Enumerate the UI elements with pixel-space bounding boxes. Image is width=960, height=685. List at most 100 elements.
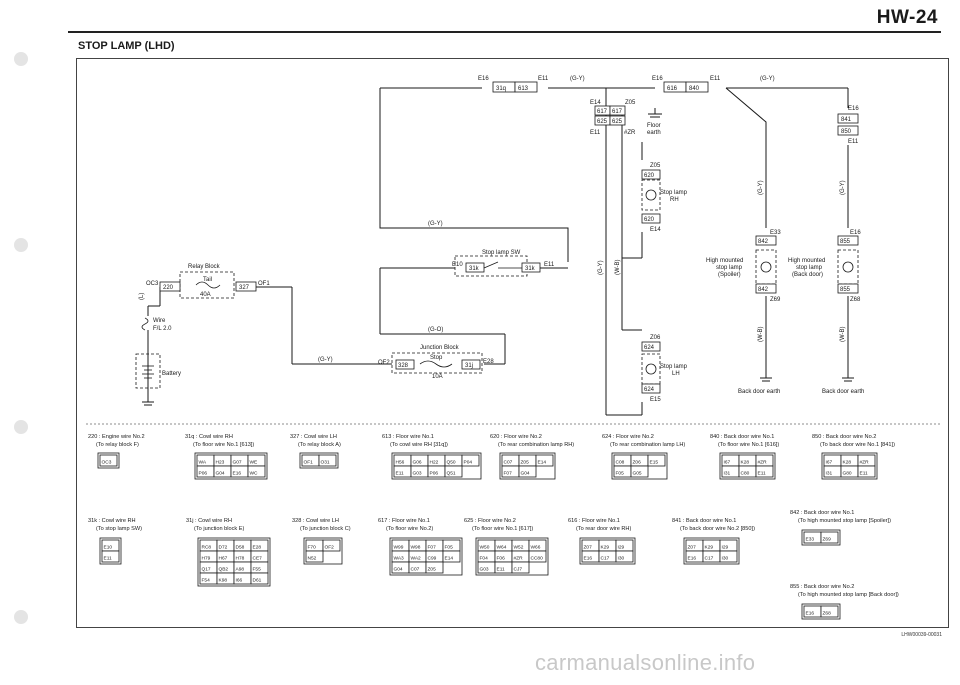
hm-door-label-1: High mounted	[788, 258, 825, 264]
connector-face-31q-pin: G04	[216, 471, 225, 477]
connector-face-327-pin: O31	[321, 460, 330, 466]
connector-face-328-pin: F70	[308, 545, 317, 551]
legend-bottom-title-31k: 31k : Cowl wire RH	[88, 518, 136, 524]
pin-617-a: 617	[597, 109, 608, 115]
connector-face-841-pin: I30	[722, 556, 729, 562]
connector-face-850-pin: E11	[860, 471, 869, 477]
page-number: HW-24	[876, 7, 938, 28]
diagram-connectors	[159, 81, 859, 394]
back-door-earth-1: Back door earth	[738, 389, 780, 395]
connector-face-31q-pin: WC	[250, 471, 259, 477]
junction-amp-label: 10A	[432, 374, 443, 380]
legend-bottom-title-855: 855 : Back door wire No.2	[790, 584, 854, 590]
connector-face-31j-pin: H79	[202, 556, 211, 562]
wire-wb-vert-3: (W-B)	[840, 326, 846, 342]
connector-face-850-pin: G80	[843, 471, 852, 477]
connector-face-841-pin: K29	[705, 545, 714, 551]
label-e11-a: E11	[538, 76, 549, 82]
pin-625-b: 625	[612, 119, 623, 125]
legend-top-title-31q: 31q : Cowl wire RH	[185, 434, 233, 440]
connector-face-625-pin: CC80	[531, 556, 544, 562]
stop-lamp-lh-label-2: LH	[672, 371, 680, 377]
junction-stop-label: Stop	[430, 355, 443, 361]
connector-face-31j-pin: D61	[253, 578, 262, 584]
connector-face-625-pin: W64	[497, 545, 507, 551]
connector-face-625-pin: F06	[497, 556, 506, 562]
pin-855-a: 855	[840, 239, 851, 245]
tail-amp-label: 40A	[200, 292, 211, 298]
pin-620-b: 620	[644, 217, 655, 223]
connector-face-850-cavity	[857, 465, 876, 478]
connector-face-31j-pin: H78	[236, 556, 245, 562]
stop-lamp-rh-label-2: RH	[670, 197, 679, 203]
connector-face-624-cavity	[630, 465, 649, 478]
connector-face-840-cavity	[755, 465, 774, 478]
connector-face-841-pin: C17	[705, 556, 714, 562]
connector-face-31j-pin: D58	[236, 545, 245, 551]
label-e10: E10	[452, 262, 463, 268]
connector-face-620-pin: C07	[504, 460, 513, 466]
connector-face-617-pin: C99	[428, 556, 437, 562]
legend-bottom-sub-625: (To floor wire No.1 [617])	[472, 526, 533, 532]
legend-top-title-840: 840 : Back door wire No.1	[710, 434, 774, 440]
connector-face-617-pin: E14	[445, 556, 454, 562]
wire-fl-label: Wire	[153, 318, 166, 324]
connector-face-613-pin: Q51	[447, 471, 456, 477]
connector-face-220-cavity	[99, 454, 118, 467]
pin-842-a: 842	[758, 239, 769, 245]
legend-bottom-sub-31k: (To stop lamp SW)	[96, 526, 142, 532]
pin-31k-a: 31k	[469, 266, 480, 272]
connector-face-31q-pin: E16	[233, 471, 242, 477]
connector-face-616-pin: Z07	[584, 545, 593, 551]
connector-face-616-pin: K29	[601, 545, 610, 551]
label-e16-b: E16	[652, 76, 663, 82]
connector-face-31k-cavity	[101, 550, 120, 563]
hm-lamp-spoiler-symbol	[760, 261, 772, 273]
connector-face-31j-pin: RC8	[202, 545, 212, 551]
connector-face-31q-pin: WE	[250, 460, 258, 466]
pin-624-a: 624	[644, 345, 655, 351]
connector-legend: 220 : Engine wire No.2(To relay block F)…	[88, 434, 899, 620]
connector-face-31j-pin: K98	[219, 578, 228, 584]
label-e11-b: E11	[710, 76, 721, 82]
diagram-labels: E16 E11 (G-Y) E16 E11 (G-Y) 31q 613 616 …	[146, 76, 864, 403]
floor-earth-label-2: earth	[647, 130, 661, 136]
connector-face-625-pin: #ZR	[514, 556, 524, 562]
connector-face-613-pin: P06	[430, 471, 439, 477]
connector-face-850-pin: I31	[826, 471, 833, 477]
connector-face-617-pin: WA2	[411, 556, 422, 562]
relay-block-label: Relay Block	[188, 264, 221, 270]
legend-bottom-title-625: 625 : Floor wire No.2	[464, 518, 516, 524]
label-of1: OF1	[258, 281, 270, 287]
connector-face-620-cavity	[535, 454, 554, 467]
connector-face-624-pin: G05	[633, 471, 642, 477]
connector-face-617-pin: C07	[411, 567, 420, 573]
connector-face-625-pin: W66	[531, 545, 541, 551]
pin-625-a: 625	[597, 119, 608, 125]
hm-door-label-2: stop lamp	[796, 265, 823, 271]
connector-face-616-pin: E16	[584, 556, 593, 562]
connector-face-620-pin: F07	[504, 471, 513, 477]
legend-top-title-850: 850 : Back door wire No.2	[812, 434, 876, 440]
binder-hole	[14, 238, 28, 252]
connector-face-625-pin: E11	[497, 567, 506, 573]
hm-door-label-3: (Back door)	[792, 272, 823, 278]
wire-wb-vert-2: (W-B)	[758, 326, 764, 342]
stop-lamp-lh-label: Stop lamp	[660, 364, 688, 370]
connector-face-617-pin: G04	[394, 567, 403, 573]
connector-face-327-cavity	[318, 454, 337, 467]
label-zr: #ZR	[624, 130, 636, 136]
pin-31j: 31j	[465, 363, 473, 369]
connector-face-31q-pin: H23	[216, 460, 225, 466]
connector-face-613-pin: E11	[396, 471, 405, 477]
wire-gy-vert-1: (G-Y)	[598, 260, 604, 275]
connector-face-620-pin: E14	[538, 460, 547, 466]
legend-top-sub-31q: (To floor wire No.1 [613])	[193, 442, 254, 448]
connector-face-624-pin: F05	[616, 471, 625, 477]
legend-top-sub-220: (To relay block F)	[96, 442, 139, 448]
binder-hole	[14, 420, 28, 434]
connector-face-840-pin: C80	[741, 471, 750, 477]
connector-face-625-pin: W50	[480, 545, 490, 551]
pin-620-a: 620	[644, 173, 655, 179]
